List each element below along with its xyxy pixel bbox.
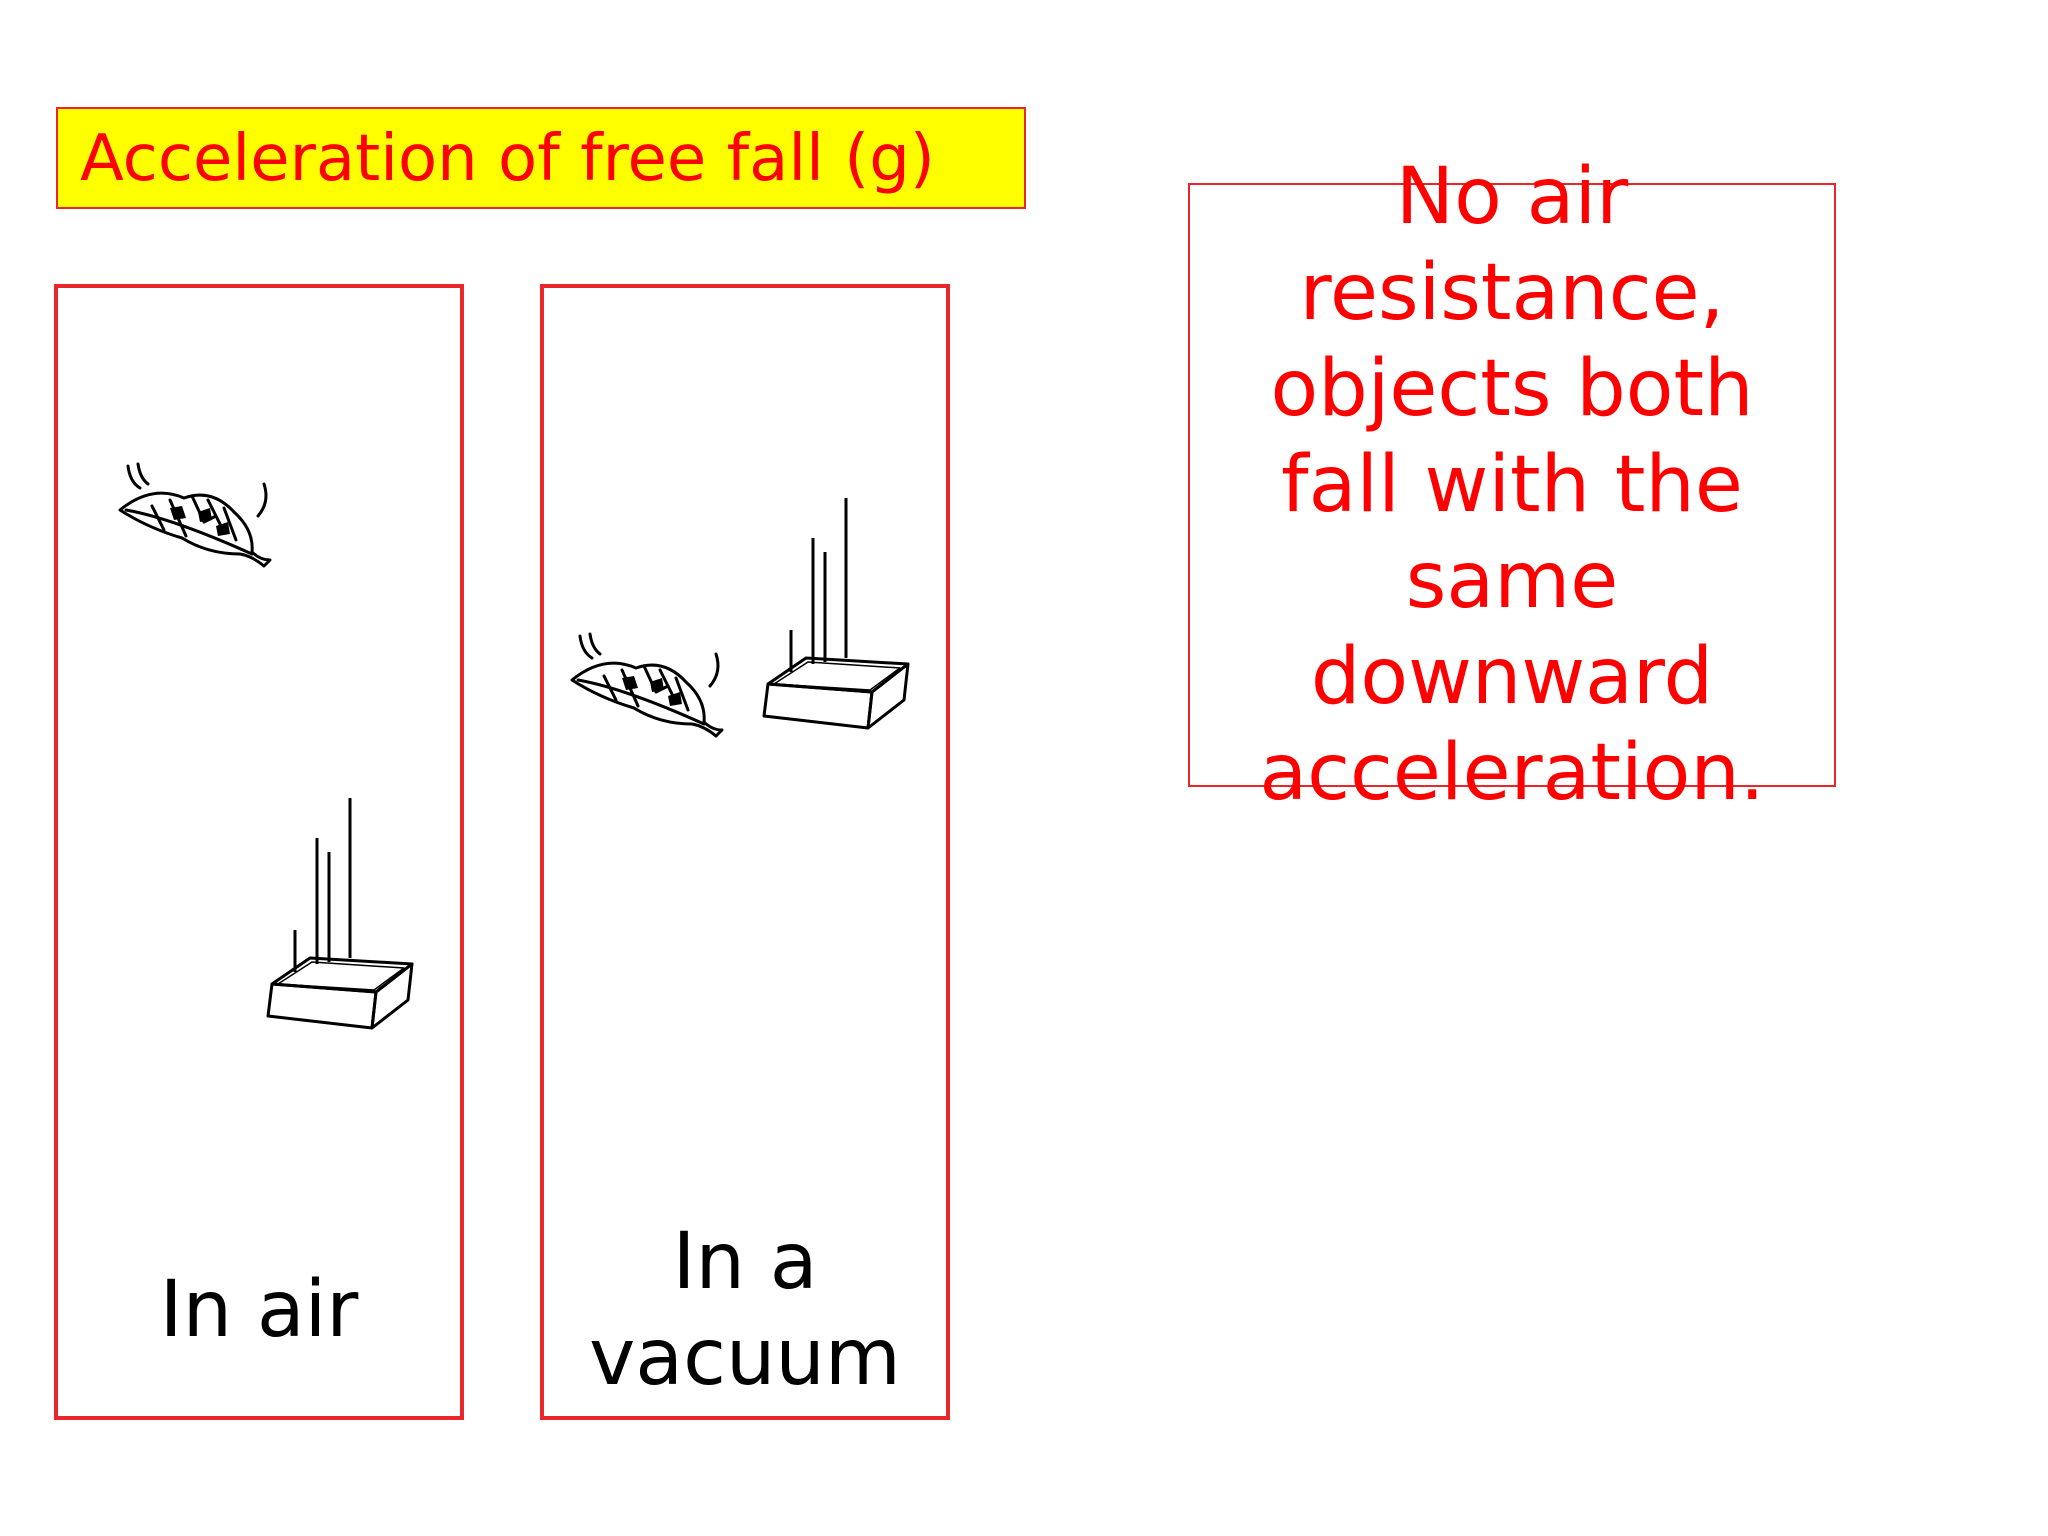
panel-in-air: In air	[54, 284, 464, 1420]
feather-icon	[118, 462, 272, 568]
panel-in-a-vacuum: In a vacuum	[540, 284, 950, 1420]
explanation-text: No air resistance, objects both fall wit…	[1259, 152, 1765, 818]
feather-icon	[570, 632, 724, 738]
block-icon	[762, 498, 910, 730]
explanation-note: No air resistance, objects both fall wit…	[1188, 152, 1836, 818]
block-icon	[266, 798, 414, 1030]
slide-title: Acceleration of free fall (g)	[56, 107, 1026, 209]
panel-label-in-a-vacuum: In a vacuum	[589, 1217, 901, 1403]
panel-label-in-air: In air	[159, 1265, 359, 1355]
